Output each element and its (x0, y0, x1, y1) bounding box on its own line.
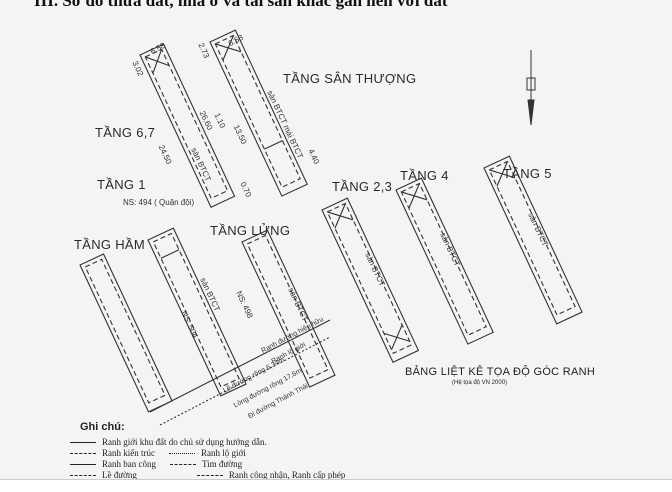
label-tang-67: TẦNG 6,7 (95, 125, 156, 140)
legend: Ghi chú: Ranh giới khu đất do chủ sử dụn… (70, 421, 345, 481)
page-title: III. Sơ đồ thửa đất, nhà ở và tài sản kh… (34, 0, 448, 10)
page-bottom-edge (0, 479, 672, 492)
plan-tang-4 (395, 177, 494, 345)
label-tang-4: TẦNG 4 (400, 168, 449, 183)
ns-494-label: NS: 494 ( Quận đội) (123, 198, 195, 207)
plan-tang-ham (79, 253, 173, 413)
label-tang-23: TẦNG 2,3 (332, 179, 393, 194)
label-tang-ham: TẦNG HẦM (74, 237, 146, 252)
plan-san-thuong (209, 29, 308, 197)
label-tang-1: TẦNG 1 (97, 177, 146, 192)
label-tang-san-thuong: TẦNG SÂN THƯỢNG (283, 71, 417, 86)
label-tang-lung: TẦNG LỬNG (210, 223, 291, 238)
label-tang-5: TẦNG 5 (503, 166, 552, 181)
legend-item: Ranh giới khu đất do chủ sử dụng hướng d… (70, 437, 345, 448)
plan-tang-lung (241, 229, 336, 388)
north-arrow-icon (526, 50, 536, 126)
plan-tang-67 (139, 43, 236, 208)
legend-title: Ghi chú: (80, 421, 125, 433)
plan-tang-23 (321, 197, 420, 363)
plan-tang-5 (483, 155, 583, 325)
coordinate-table-subtitle: (Hệ tọa độ VN 2000) (452, 380, 508, 386)
coordinate-table-title: BẢNG LIỆT KÊ TỌA ĐỘ GÓC RANH (405, 366, 596, 378)
